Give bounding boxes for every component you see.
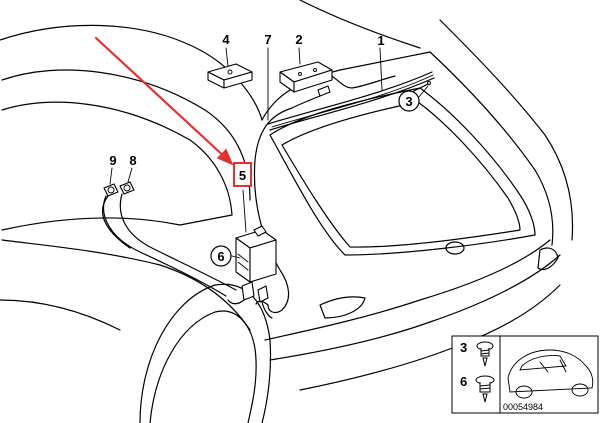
highlight-arrow xyxy=(94,36,234,166)
leader-lines xyxy=(109,47,429,259)
car-body-outline xyxy=(0,0,574,423)
callout-4: 4 xyxy=(222,32,230,47)
callout-3-circle xyxy=(398,90,420,112)
callout-9: 9 xyxy=(109,153,116,168)
callout-6: 6 xyxy=(217,249,224,264)
callout-1: 1 xyxy=(377,33,384,48)
legend-screw-icon xyxy=(476,341,494,367)
callout-2: 2 xyxy=(295,32,302,47)
cable-ends-parts-8-9 xyxy=(101,181,237,297)
legend-screw-washer-icon xyxy=(475,375,495,403)
callout-5-highlight-box xyxy=(233,162,252,187)
callout-5: 5 xyxy=(239,168,246,183)
legend-item-6-number: 6 xyxy=(460,374,467,389)
callout-8: 8 xyxy=(129,153,136,168)
amplifier-module-part-2 xyxy=(279,61,396,109)
legend-car-thumbnail-icon xyxy=(507,349,594,399)
rear-window xyxy=(269,87,536,256)
callout-3: 3 xyxy=(405,94,412,109)
antenna-strip-part-1 xyxy=(267,71,435,131)
control-unit-part-4 xyxy=(207,63,253,89)
filter-box-part-5 xyxy=(227,225,277,319)
legend-item-3-number: 3 xyxy=(460,340,467,355)
callout-7: 7 xyxy=(264,32,271,47)
cable-part-7 xyxy=(253,107,293,314)
callout-6-circle xyxy=(210,245,232,267)
legend-panel: 3 6 00054984 xyxy=(451,335,599,414)
image-code: 00054984 xyxy=(503,402,543,412)
screw-part-3 xyxy=(411,81,431,93)
